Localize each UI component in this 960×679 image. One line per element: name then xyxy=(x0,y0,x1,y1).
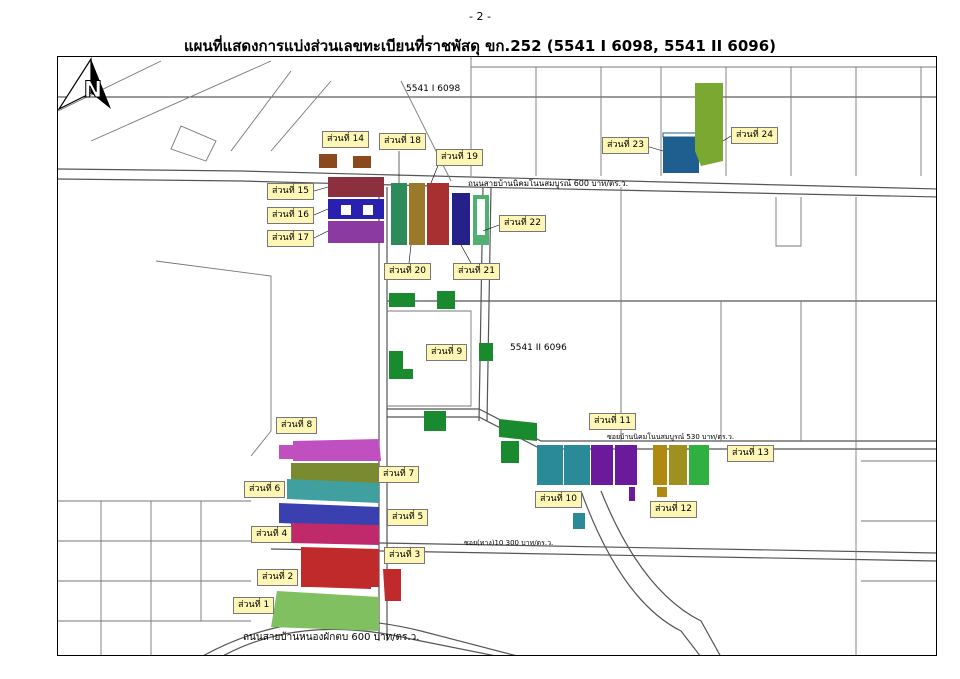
sheet-label-top: 5541 I 6098 xyxy=(406,84,461,94)
parcel-13-shape xyxy=(689,445,709,485)
parcel-label-20[interactable]: ส่วนที่ 20 xyxy=(384,263,431,280)
parcel-label-4[interactable]: ส่วนที่ 4 xyxy=(251,526,293,543)
parcel-label-11[interactable]: ส่วนที่ 11 xyxy=(589,413,636,430)
parcel-label-17[interactable]: ส่วนที่ 17 xyxy=(267,230,314,247)
parcel-label-9[interactable]: ส่วนที่ 9 xyxy=(426,344,468,361)
road-label-south: ถนนสายบ้านหนองผักตบ 600 บาท/ตร.ว. xyxy=(243,632,420,643)
parcel-shapes xyxy=(271,83,723,631)
parcel-label-19[interactable]: ส่วนที่ 19 xyxy=(436,149,483,166)
parcel-label-22[interactable]: ส่วนที่ 22 xyxy=(499,215,546,232)
parcel-14-shape xyxy=(319,154,337,168)
parcel-label-21[interactable]: ส่วนที่ 21 xyxy=(453,263,500,280)
parcel-11-shape xyxy=(591,445,613,485)
page-number: - 2 - xyxy=(469,10,491,23)
road-label-north: ถนนสายบ้านนิคมโนนสมบูรณ์ 600 บาท/ตร.ว. xyxy=(468,179,629,188)
parcel-20-shape xyxy=(409,183,425,245)
parcel-2-shape xyxy=(311,567,371,589)
parcel-6-shape xyxy=(287,479,379,503)
road-label-east-lane: ซอยบ้านนิคมโนนสมบูรณ์ 530 บาท/ตร.ว. xyxy=(607,433,735,441)
parcel-label-8[interactable]: ส่วนที่ 8 xyxy=(276,417,318,434)
parcel-label-5[interactable]: ส่วนที่ 5 xyxy=(387,509,429,526)
parcel-label-12[interactable]: ส่วนที่ 12 xyxy=(650,501,697,518)
parcel-19-shape xyxy=(427,183,449,245)
map-frame[interactable]: N xyxy=(57,56,937,656)
parcel-1-shape xyxy=(271,591,379,631)
parcel-label-14[interactable]: ส่วนที่ 14 xyxy=(322,131,369,148)
leader-lines xyxy=(313,135,732,264)
road-network xyxy=(58,60,936,655)
parcel-label-16[interactable]: ส่วนที่ 16 xyxy=(267,207,314,224)
parcel-15-shape xyxy=(328,177,384,197)
parcel-label-15[interactable]: ส่วนที่ 15 xyxy=(267,183,314,200)
parcel-24-shape xyxy=(695,83,723,166)
parcel-7-shape xyxy=(291,463,379,485)
parcel-10-shape xyxy=(537,445,563,485)
road-label-mid-lane: ซอย(ทาง)10 300 บาท/ตร.ว. xyxy=(464,539,554,547)
parcel-label-10[interactable]: ส่วนที่ 10 xyxy=(535,491,582,508)
parcel-label-6[interactable]: ส่วนที่ 6 xyxy=(244,481,286,498)
parcel-label-3[interactable]: ส่วนที่ 3 xyxy=(384,547,426,564)
parcel-17-shape xyxy=(328,221,384,243)
parcel-label-23[interactable]: ส่วนที่ 23 xyxy=(602,137,649,154)
parcel-label-24[interactable]: ส่วนที่ 24 xyxy=(731,127,778,144)
parcel-label-1[interactable]: ส่วนที่ 1 xyxy=(233,597,275,614)
parcel-12-shape xyxy=(653,445,667,485)
map-canvas: N xyxy=(58,57,936,655)
sheet-label-middle: 5541 II 6096 xyxy=(510,343,567,353)
parcel-label-18[interactable]: ส่วนที่ 18 xyxy=(379,133,426,150)
parcel-21-shape xyxy=(452,193,470,245)
grid-lines xyxy=(58,57,936,176)
parcel-4-shape xyxy=(291,523,379,545)
parcel-16-shape xyxy=(328,199,384,219)
parcel-label-7[interactable]: ส่วนที่ 7 xyxy=(378,466,420,483)
parcel-label-2[interactable]: ส่วนที่ 2 xyxy=(257,569,299,586)
parcel-23-shape xyxy=(663,137,699,173)
north-letter: N xyxy=(84,78,102,103)
parcel-18-shape xyxy=(391,183,407,245)
north-arrow-icon: N xyxy=(58,57,111,111)
parcel-9-shape xyxy=(389,351,403,379)
parcel-5-shape xyxy=(279,503,379,527)
page-title: แผนที่แสดงการแบ่งส่วนเลขทะเบียนที่ราชพัส… xyxy=(184,37,776,55)
parcel-8-shape xyxy=(293,439,381,461)
parcel-label-13[interactable]: ส่วนที่ 13 xyxy=(727,445,774,462)
